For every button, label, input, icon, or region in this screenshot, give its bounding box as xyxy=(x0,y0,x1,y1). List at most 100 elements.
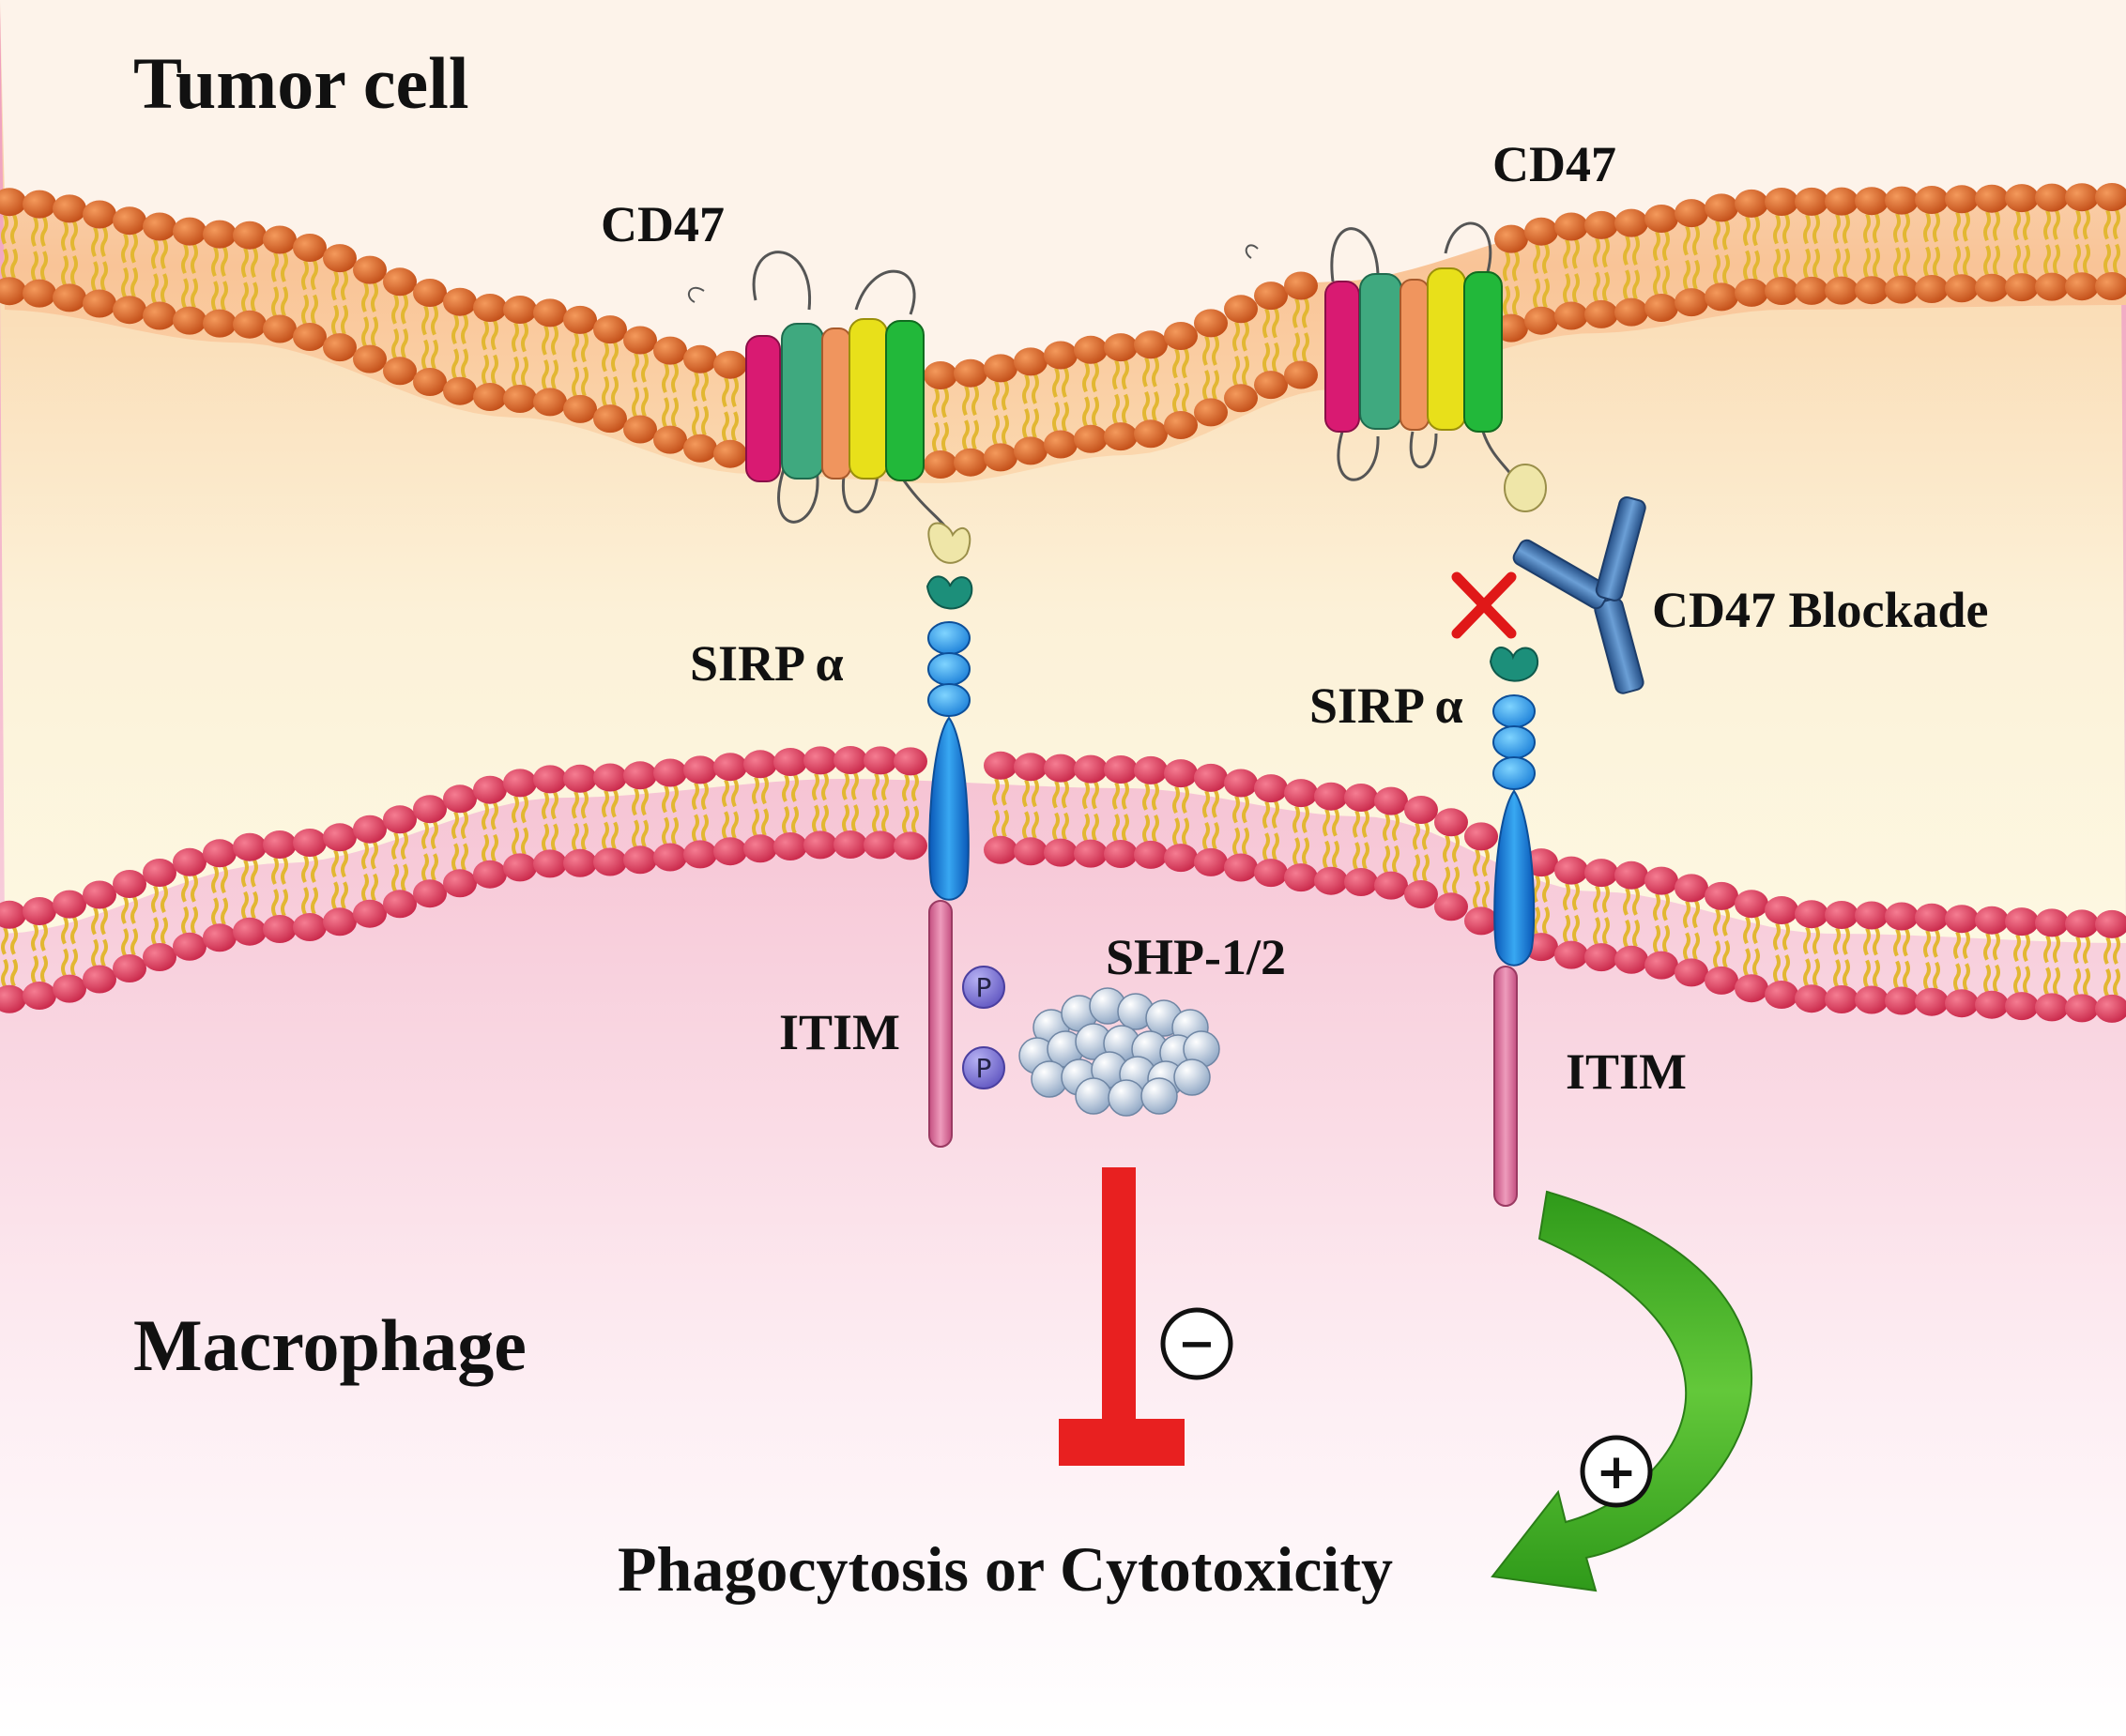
lipid-tail xyxy=(341,270,348,301)
lipid-head xyxy=(984,751,1017,780)
lipid-tail xyxy=(1142,783,1150,811)
lipid-head xyxy=(1344,868,1378,896)
lipid-tail xyxy=(311,887,318,915)
lipid-tail xyxy=(1743,916,1751,945)
lipid-head xyxy=(1284,863,1318,892)
lipid-tail xyxy=(461,811,468,840)
lipid-head xyxy=(0,984,26,1013)
lipid-tail xyxy=(1152,815,1159,843)
lipid-tail xyxy=(1503,285,1510,316)
lipid-tail xyxy=(331,881,339,910)
lipid-head xyxy=(1134,755,1168,784)
lipid-tail xyxy=(1983,932,1991,961)
lipid-head xyxy=(713,350,747,379)
lipid-tail xyxy=(10,214,18,245)
lipid-tail xyxy=(1572,273,1580,304)
lipid-tail xyxy=(671,362,679,393)
lipid-head xyxy=(713,837,747,866)
lipid-tail xyxy=(1182,817,1189,845)
lipid-head xyxy=(954,448,987,477)
lipid-head xyxy=(503,385,537,413)
lipid-tail xyxy=(191,243,198,274)
lipid-tail xyxy=(1232,795,1240,824)
lipid-tail xyxy=(1443,834,1450,863)
lipid-tail xyxy=(1152,391,1159,422)
lipid-head xyxy=(1975,990,2009,1019)
lipid-head xyxy=(383,357,417,386)
lipid-tail xyxy=(761,808,769,837)
lipid-tail xyxy=(782,806,789,834)
lipid-tail xyxy=(1353,810,1360,838)
lipid-head xyxy=(203,220,237,249)
lipid-tail xyxy=(1392,813,1399,842)
lipid-tail xyxy=(482,320,489,351)
lipid-tail xyxy=(281,857,288,885)
lipid-tail xyxy=(1542,278,1550,309)
itim-left-label: ITIM xyxy=(779,1004,900,1060)
lipid-tail xyxy=(61,916,69,945)
lipid-tail xyxy=(1803,248,1811,279)
lipid-head xyxy=(1254,282,1288,311)
lipid-tail xyxy=(1782,248,1790,279)
phosphate-group-1: P xyxy=(962,966,1005,1009)
lipid-head xyxy=(1344,784,1378,812)
lipid-tail xyxy=(602,375,609,406)
lipid-head xyxy=(1614,945,1648,974)
lipid-tail xyxy=(572,822,579,851)
lipid-head xyxy=(1554,212,1588,241)
lipid-tail xyxy=(1242,356,1249,387)
lipid-tail xyxy=(301,887,309,915)
lipid-tail xyxy=(1722,940,1730,968)
lipid-head xyxy=(503,853,537,882)
lipid-head xyxy=(1825,985,1858,1013)
lipid-tail xyxy=(521,322,528,353)
lipid-tail xyxy=(1843,213,1850,244)
lipid-head xyxy=(1074,424,1108,453)
lipid-tail xyxy=(2073,936,2081,965)
lipid-head xyxy=(83,880,116,909)
shp-subunit xyxy=(1140,1077,1178,1115)
lipid-head xyxy=(113,954,146,982)
lipid-tail xyxy=(331,304,339,335)
lipid-tail xyxy=(1923,212,1931,243)
lipid-head xyxy=(53,194,86,223)
lipid-head xyxy=(233,917,267,946)
lipid-tail xyxy=(100,226,108,257)
lipid-head xyxy=(623,845,657,875)
lipid-tail xyxy=(551,325,558,356)
lipid-tail xyxy=(551,823,558,852)
lipid-tail xyxy=(1302,805,1309,834)
lipid-tail xyxy=(1662,265,1670,296)
lipid-head xyxy=(1134,840,1168,869)
lipid-tail xyxy=(70,255,78,286)
lipid-tail xyxy=(151,273,159,304)
sirpa-receptor-right xyxy=(1489,647,1539,1207)
lipid-tail xyxy=(1773,954,1781,982)
lipid-head xyxy=(1164,322,1198,350)
lipid-tail xyxy=(1082,813,1090,842)
lipid-tail xyxy=(1773,922,1781,951)
lipid-head xyxy=(1194,763,1228,792)
lipid-tail xyxy=(1833,927,1841,955)
lipid-tail xyxy=(521,795,528,824)
lipid-tail xyxy=(451,811,459,840)
lipid-tail xyxy=(371,316,378,347)
lipid-head xyxy=(1284,360,1318,389)
lipid-tail xyxy=(992,777,1000,806)
lipid-tail xyxy=(1812,958,1820,987)
lipid-tail xyxy=(91,938,99,967)
lipid-tail xyxy=(1032,373,1039,404)
lipid-head xyxy=(1074,839,1108,868)
lipid-head xyxy=(473,294,507,322)
lipid-tail xyxy=(281,286,288,317)
sirpa-right-label: SIRP α xyxy=(1309,678,1463,734)
lipid-head xyxy=(984,354,1017,383)
lipid-tail xyxy=(2013,210,2021,241)
lipid-head xyxy=(1614,208,1648,237)
lipid-head xyxy=(563,848,597,877)
lipid-tail xyxy=(121,896,129,924)
lipid-head xyxy=(1915,275,1949,303)
lipid-tail xyxy=(2043,209,2051,240)
lipid-head xyxy=(1044,838,1078,867)
lipid-head xyxy=(1194,309,1228,338)
